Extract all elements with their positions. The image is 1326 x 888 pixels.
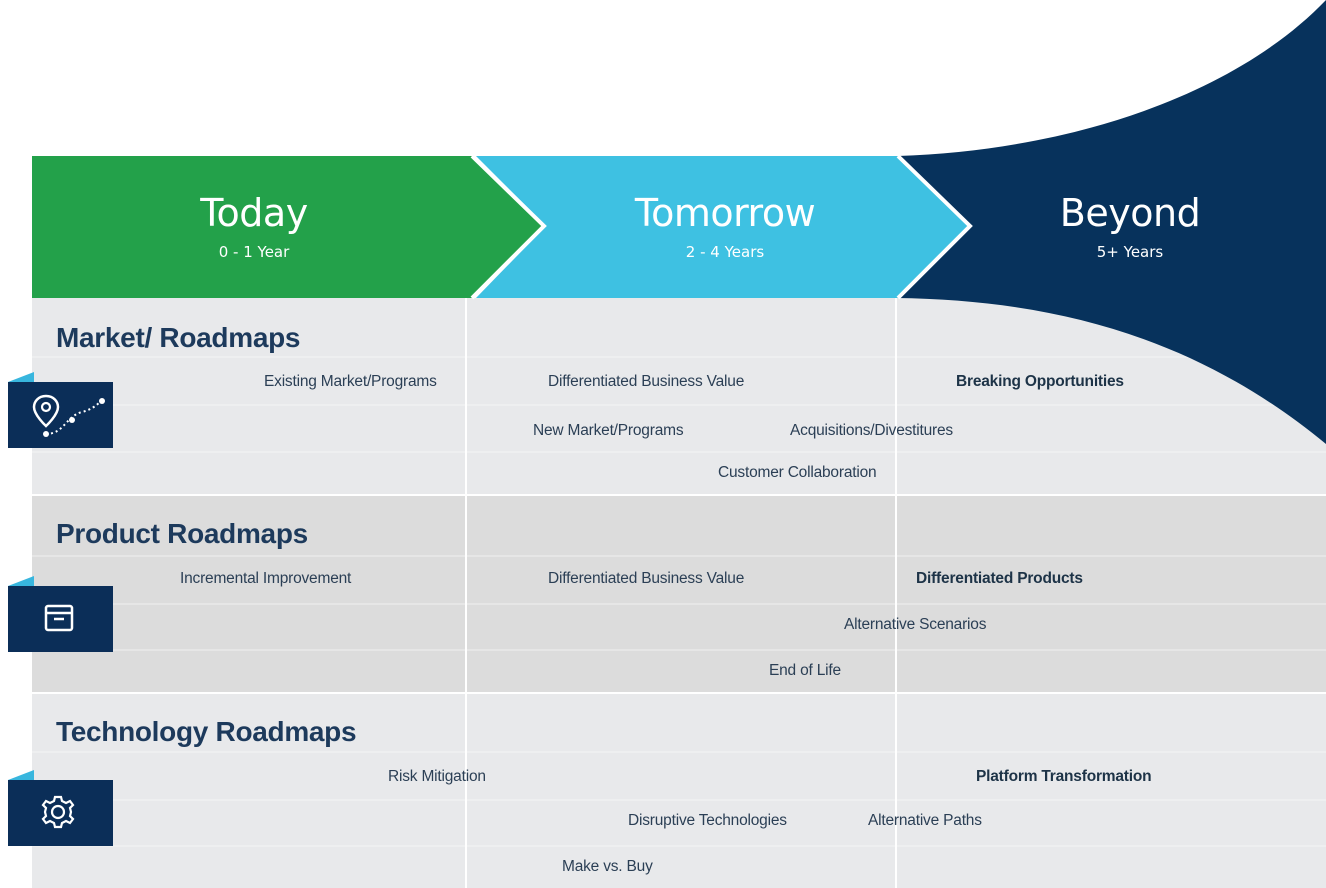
item-alternative-scenarios: Alternative Scenarios [844,616,987,633]
market-roadmaps-title: Market/ Roadmaps [56,322,301,353]
phase-beyond: Beyond 5+ Years [930,190,1326,262]
item-customer-collaboration: Customer Collaboration [718,464,877,481]
item-existing-market: Existing Market/Programs [264,373,437,390]
item-acquisitions: Acquisitions/Divestitures [790,422,953,439]
today-chevron [32,156,544,298]
item-differentiated-products: Differentiated Products [916,570,1083,587]
column-dividers [465,298,897,888]
item-market-differentiated-value: Differentiated Business Value [548,373,745,390]
phase-tomorrow-range: 2 - 4 Years [685,243,765,261]
product-roadmaps-title: Product Roadmaps [56,518,308,549]
item-make-vs-buy: Make vs. Buy [562,858,653,875]
item-disruptive-technologies: Disruptive Technologies [628,812,787,829]
phase-beyond-title: Beyond [1059,191,1201,235]
product-band [32,496,1326,692]
phase-tomorrow: Tomorrow 2 - 4 Years [510,190,940,262]
item-end-of-life: End of Life [769,662,841,679]
item-platform-transformation: Platform Transformation [976,768,1152,785]
gear-icon [41,795,75,829]
phase-today-title: Today [200,191,308,235]
phase-tomorrow-title: Tomorrow [634,191,816,235]
box-archive-icon [44,604,74,632]
item-risk-mitigation: Risk Mitigation [388,768,486,785]
phase-beyond-range: 5+ Years [1096,243,1164,261]
market-icon-tab [8,372,113,448]
product-icon-tab [8,576,113,652]
route-pin-icon [32,394,105,437]
tomorrow-chevron [476,156,970,298]
item-product-differentiated-value: Differentiated Business Value [548,570,745,587]
item-new-market: New Market/Programs [533,422,684,439]
item-incremental-improvement: Incremental Improvement [180,570,352,587]
technology-band [32,694,1326,888]
item-breaking-opportunities: Breaking Opportunities [956,373,1124,390]
item-alternative-paths: Alternative Paths [868,812,982,829]
band-gridlines [32,356,1326,847]
phase-today: Today 0 - 1 Year [32,190,476,262]
technology-roadmaps-title: Technology Roadmaps [56,716,357,747]
market-band [32,298,1326,494]
technology-icon-tab [8,770,113,846]
phase-today-range: 0 - 1 Year [218,243,290,261]
beyond-wedge [896,0,1326,444]
